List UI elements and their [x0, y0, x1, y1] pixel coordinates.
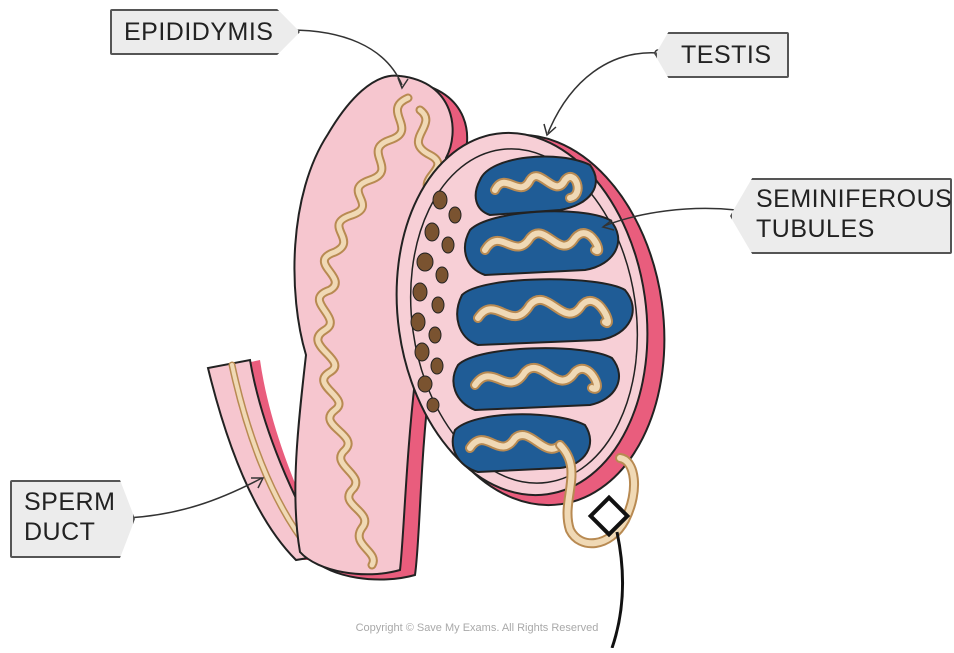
sperm-label-line1: SPERM	[24, 487, 121, 517]
testis-leader	[548, 53, 658, 133]
sperm-label-line2: DUCT	[24, 517, 121, 547]
testis-label-text: TESTIS	[669, 40, 775, 70]
copyright-notice: Copyright © Save My Exams. All Rights Re…	[0, 622, 954, 634]
seminiferous-label-line2: TUBULES	[744, 214, 938, 244]
epididymis-label-text: EPIDIDYMIS	[124, 17, 286, 47]
label-testis: TESTIS	[655, 32, 789, 78]
label-epididymis: EPIDIDYMIS	[110, 9, 300, 55]
sperm-duct-leader	[127, 478, 262, 518]
label-sperm-duct: SPERM DUCT	[10, 480, 135, 558]
label-seminiferous-tubules: SEMINIFEROUS TUBULES	[730, 178, 952, 254]
seminiferous-label-line1: SEMINIFEROUS	[744, 184, 938, 214]
